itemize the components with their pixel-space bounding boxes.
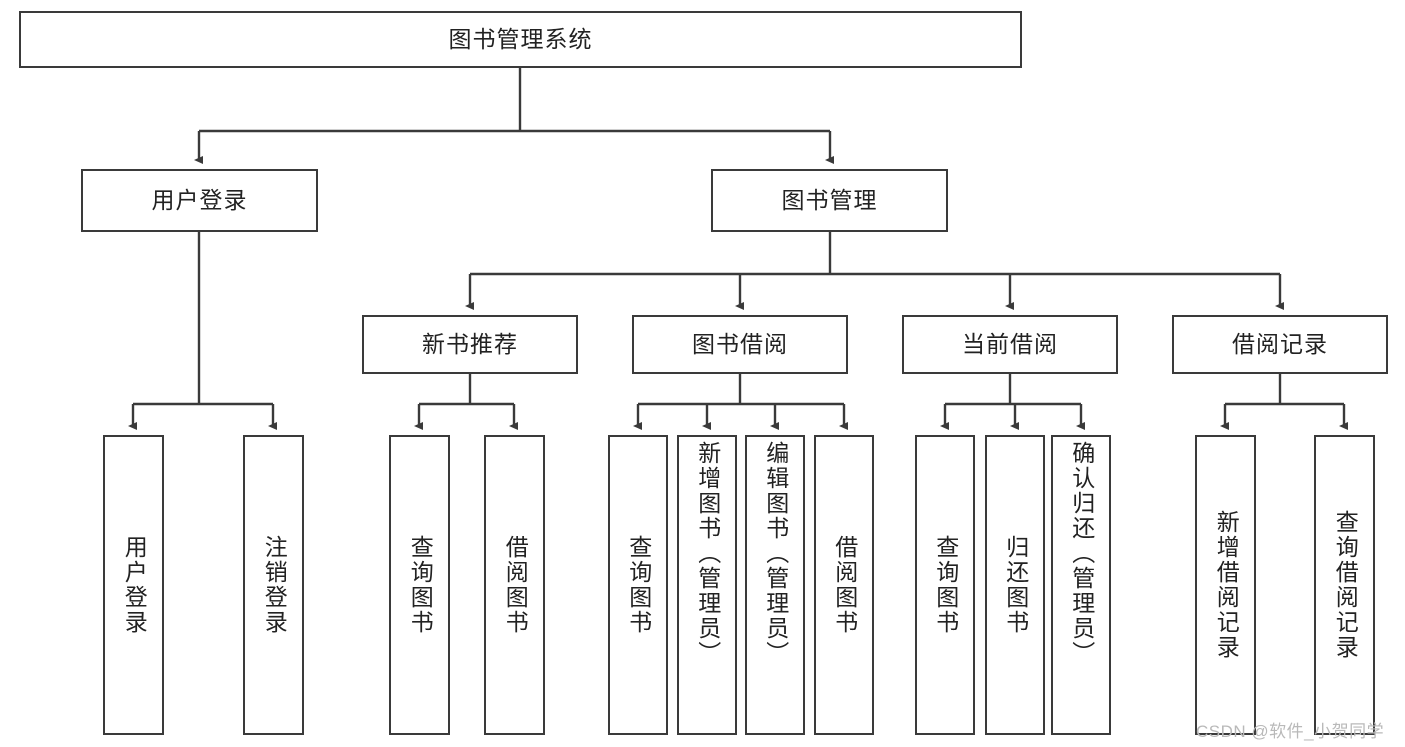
node-label: 查询图书 <box>407 535 434 635</box>
leaf-borrow-book-recommend[interactable]: 借阅图书 <box>484 435 545 735</box>
node-book-management[interactable]: 图书管理 <box>711 169 948 232</box>
leaf-add-borrow-record[interactable]: 新增借阅记录 <box>1195 435 1256 735</box>
node-user-login[interactable]: 用户登录 <box>81 169 318 232</box>
leaf-query-book-recommend[interactable]: 查询图书 <box>389 435 450 735</box>
node-new-book-recommend[interactable]: 新书推荐 <box>362 315 578 374</box>
leaf-query-book-current[interactable]: 查询图书 <box>915 435 975 735</box>
node-label: 借阅记录 <box>1232 330 1328 357</box>
node-book-borrow[interactable]: 图书借阅 <box>632 315 848 374</box>
node-label: 查询图书 <box>625 535 652 635</box>
node-label: 当前借阅 <box>962 330 1058 357</box>
leaf-confirm-return-admin[interactable]: 确认归还（管理员） <box>1051 435 1111 735</box>
node-label: 注销登录 <box>261 535 288 635</box>
node-label: 图书管理系统 <box>448 25 593 52</box>
leaf-logout[interactable]: 注销登录 <box>243 435 304 735</box>
leaf-return-book[interactable]: 归还图书 <box>985 435 1045 735</box>
node-current-borrow[interactable]: 当前借阅 <box>902 315 1118 374</box>
leaf-edit-book-admin[interactable]: 编辑图书（管理员） <box>745 435 805 735</box>
node-label: 编辑图书（管理员） <box>762 441 789 666</box>
leaf-add-book-admin[interactable]: 新增图书（管理员） <box>677 435 737 735</box>
node-label: 查询借阅记录 <box>1332 510 1359 660</box>
node-borrow-records[interactable]: 借阅记录 <box>1172 315 1388 374</box>
node-label: 新书推荐 <box>422 330 518 357</box>
leaf-query-book-borrow[interactable]: 查询图书 <box>608 435 668 735</box>
node-label: 图书借阅 <box>692 330 788 357</box>
node-label: 新增图书（管理员） <box>694 441 721 666</box>
node-label: 确认归还（管理员） <box>1068 441 1095 666</box>
node-label: 借阅图书 <box>502 535 529 635</box>
node-label: 归还图书 <box>1002 535 1029 635</box>
node-label: 查询图书 <box>932 535 959 635</box>
csdn-watermark: CSDN @软件_小贺同学 <box>1196 722 1385 741</box>
leaf-user-login[interactable]: 用户登录 <box>103 435 164 735</box>
node-root-system[interactable]: 图书管理系统 <box>19 11 1022 68</box>
leaf-borrow-book[interactable]: 借阅图书 <box>814 435 874 735</box>
node-label: 借阅图书 <box>831 535 858 635</box>
node-label: 用户登录 <box>151 186 248 213</box>
node-label: 图书管理 <box>781 186 878 213</box>
node-label: 新增借阅记录 <box>1213 510 1240 660</box>
leaf-query-borrow-record[interactable]: 查询借阅记录 <box>1314 435 1375 735</box>
node-label: 用户登录 <box>121 535 148 635</box>
